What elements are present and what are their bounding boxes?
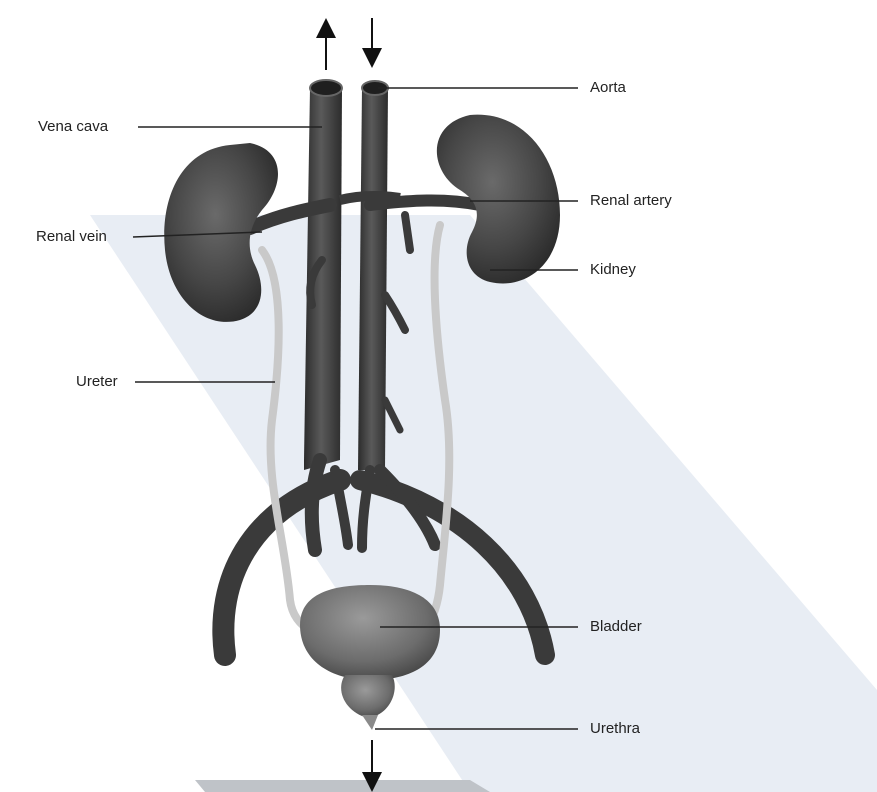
label-aorta: Aorta (590, 79, 626, 97)
label-urethra: Urethra (590, 720, 640, 738)
label-ureter: Ureter (76, 373, 118, 391)
label-renal-vein: Renal vein (36, 228, 107, 246)
backdrop-shadow (195, 780, 490, 792)
bladder (300, 585, 440, 680)
label-kidney: Kidney (590, 261, 636, 279)
label-renal-artery: Renal artery (590, 192, 672, 210)
label-bladder: Bladder (590, 618, 642, 636)
label-vena-cava: Vena cava (38, 118, 108, 136)
aorta (358, 88, 388, 470)
bladder-neck (341, 675, 395, 718)
urethra (362, 715, 378, 730)
